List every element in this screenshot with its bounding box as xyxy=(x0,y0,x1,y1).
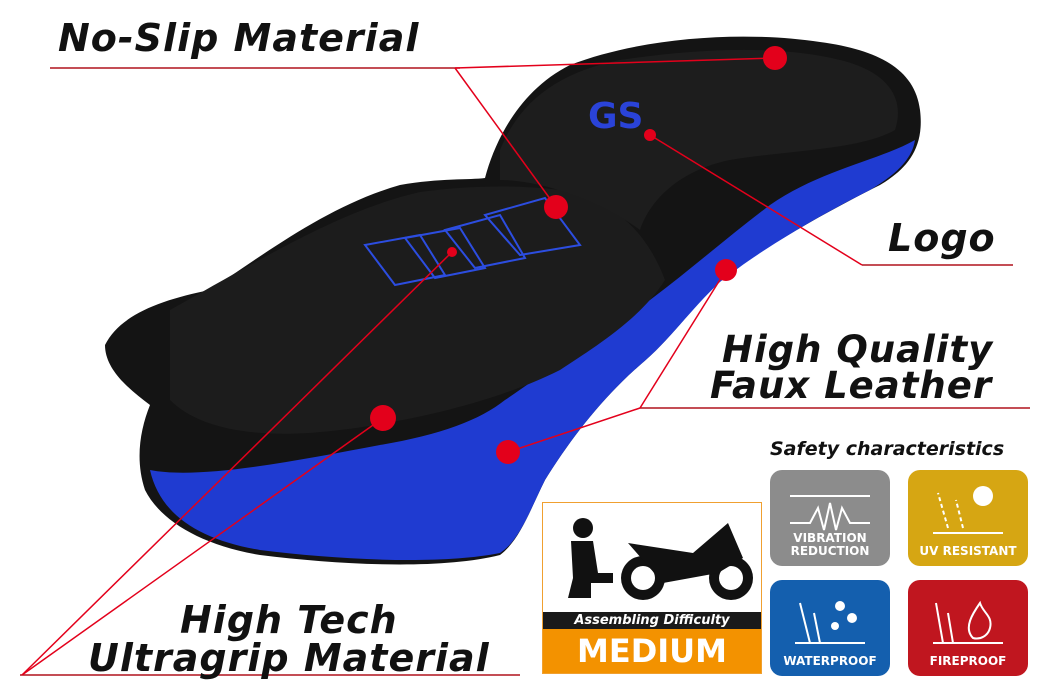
tile-label: FIREPROOF xyxy=(929,654,1007,668)
callout-logo: Logo xyxy=(888,216,996,260)
tile-label: WATERPROOF xyxy=(783,654,877,668)
seat-blue-side-panel xyxy=(150,140,915,561)
callout-faux-leather-line2: Faux Leather xyxy=(710,364,993,407)
mechanic-motorcycle-icon xyxy=(568,518,753,600)
assembling-difficulty-level: MEDIUM xyxy=(543,629,761,673)
callout-no-slip-material: No-Slip Material xyxy=(58,16,420,60)
sun-uv-icon xyxy=(933,486,1003,534)
tile-uv-resistant: UV RESISTANT xyxy=(908,470,1028,566)
vibration-icon xyxy=(790,495,870,531)
callout-ultragrip-line1: High Tech xyxy=(180,598,398,642)
assembling-difficulty-label: Assembling Difficulty xyxy=(543,612,761,629)
seat-passenger-panel xyxy=(500,49,898,231)
tile-waterproof: WATERPROOF xyxy=(770,580,890,676)
tile-fireproof: FIREPROOF xyxy=(908,580,1028,676)
chevron-grip-pattern xyxy=(363,196,582,287)
tile-label: REDUCTION xyxy=(790,544,870,558)
water-drops-icon xyxy=(795,601,865,644)
leader-lines xyxy=(20,57,1030,676)
callout-dots xyxy=(370,46,787,464)
seat-logo: GS xyxy=(588,96,643,137)
tile-label: UV RESISTANT xyxy=(919,544,1017,558)
assembling-difficulty-badge: Assembling Difficulty MEDIUM xyxy=(542,502,762,674)
callout-ultragrip-line2: Ultragrip Material xyxy=(88,636,490,680)
safety-title: Safety characteristics xyxy=(770,438,1005,460)
callout-faux-leather-line1: High Quality xyxy=(722,328,994,371)
tile-label: VIBRATION xyxy=(793,531,867,545)
flame-icon xyxy=(933,600,1003,644)
seat-rider-panel xyxy=(170,186,665,434)
